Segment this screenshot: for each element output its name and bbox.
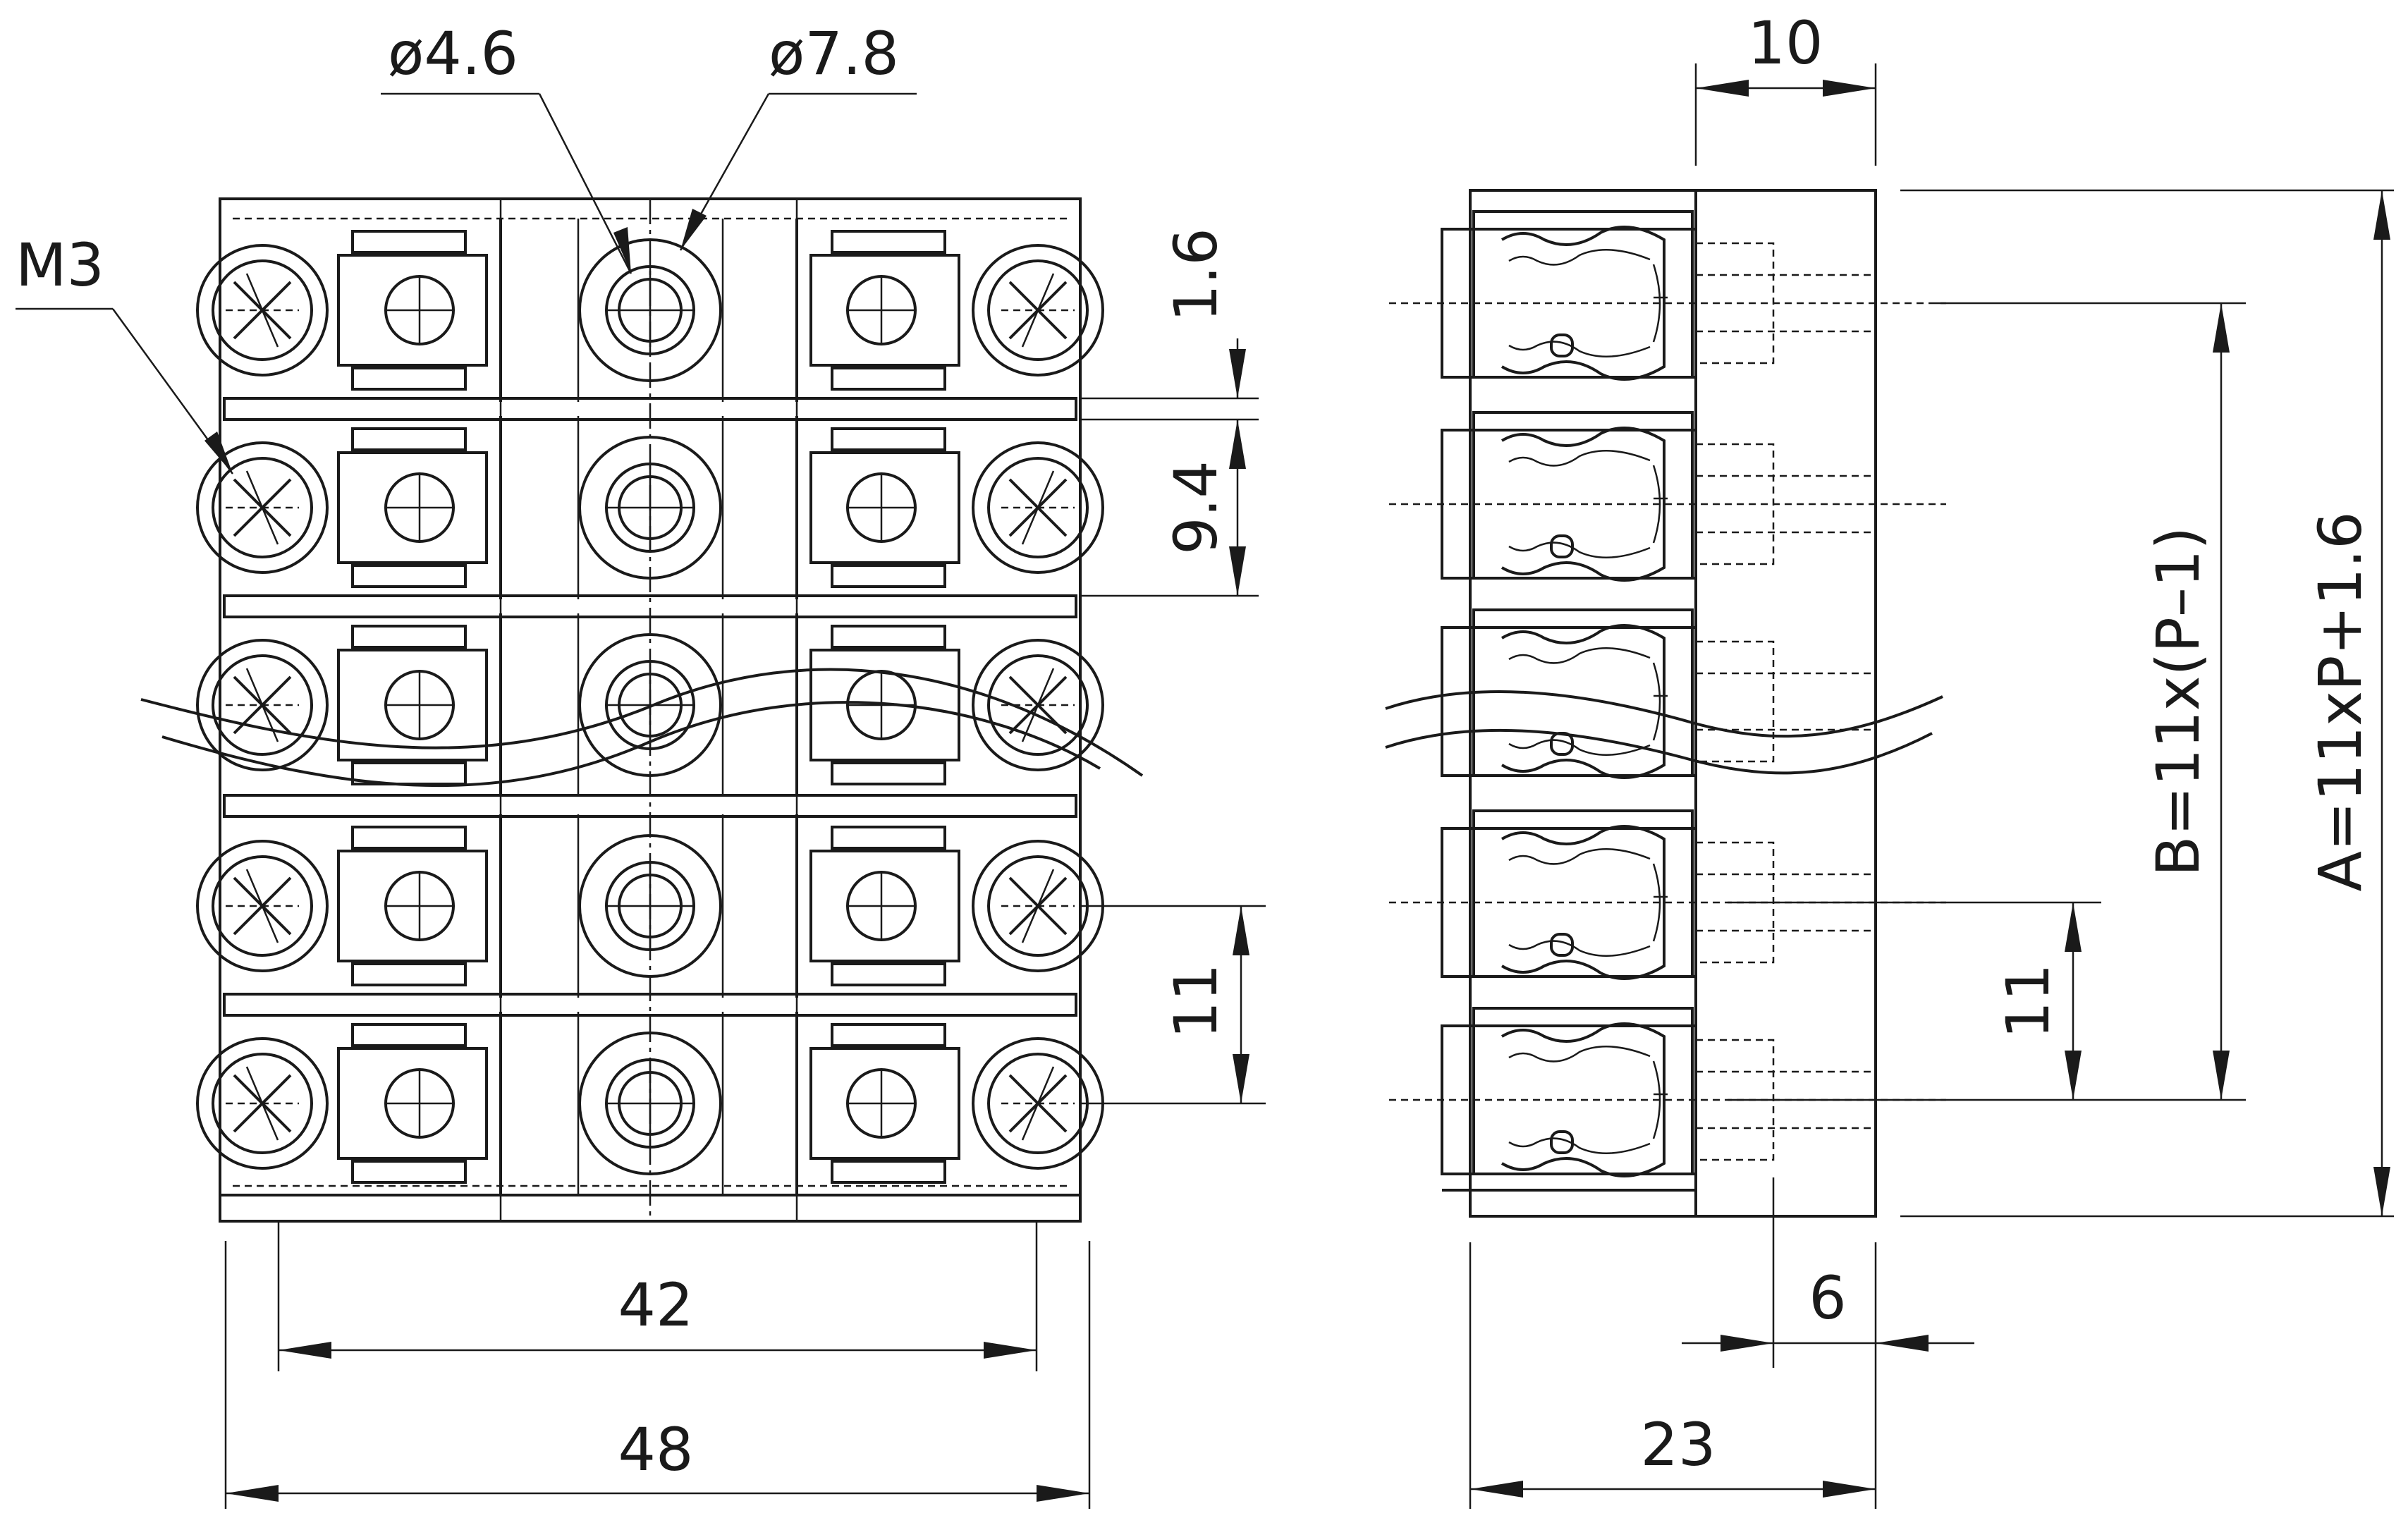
dim-diameter-4-6: ø4.6 xyxy=(388,19,518,88)
screw-label-m3: M3 xyxy=(16,231,104,300)
dim-48: 48 xyxy=(618,1415,694,1484)
dim-a-formula: A=11xP+1.6 xyxy=(2306,511,2375,891)
dim-10: 10 xyxy=(1748,8,1823,78)
dim-42: 42 xyxy=(618,1271,694,1340)
dim-6: 6 xyxy=(1809,1263,1846,1333)
dim-11-front: 11 xyxy=(1161,964,1230,1039)
dim-b-formula: B=11x(P–1) xyxy=(2144,527,2213,876)
side-view: 10 6 23 11 B=11x(P–1) A xyxy=(1385,8,2394,1509)
dim-diameter-7-8: ø7.8 xyxy=(769,19,899,88)
dim-9-4: 9.4 xyxy=(1161,460,1230,555)
dim-1-6: 1.6 xyxy=(1161,228,1230,322)
dim-11-side: 11 xyxy=(1993,964,2062,1039)
dim-23: 23 xyxy=(1641,1410,1716,1479)
front-view: 42 48 ø4.6 ø7.8 M3 1.6 9.4 xyxy=(16,19,1266,1509)
